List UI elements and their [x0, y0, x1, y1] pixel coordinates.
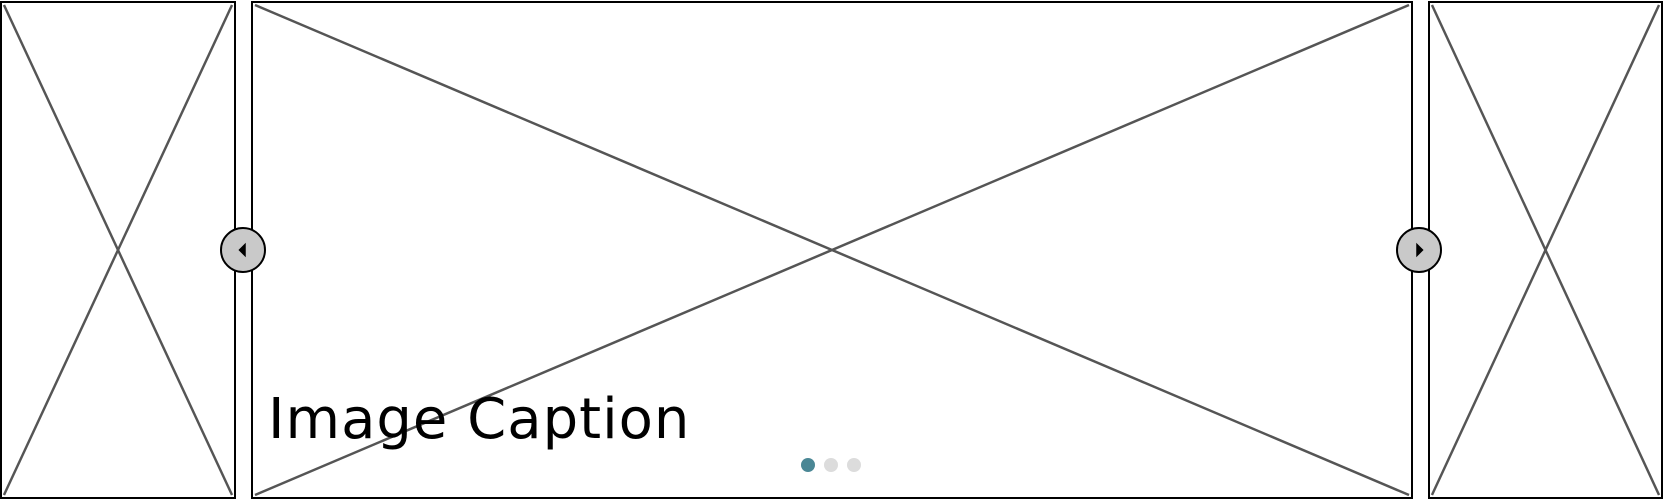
image-placeholder-icon: [1430, 4, 1661, 496]
image-placeholder-icon: [254, 3, 1410, 497]
chevron-right-icon: [1416, 242, 1424, 258]
image-placeholder-icon: [2, 4, 234, 496]
slide-indicator-dots: [801, 458, 861, 472]
slide-indicator-dot[interactable]: [801, 458, 815, 472]
next-slide-image-placeholder: [1428, 1, 1663, 499]
current-slide-image-placeholder: [251, 1, 1413, 499]
image-caption: Image Caption: [268, 387, 691, 452]
next-slide-button[interactable]: [1396, 227, 1442, 273]
slide-indicator-dot[interactable]: [847, 458, 861, 472]
slide-indicator-dot[interactable]: [824, 458, 838, 472]
chevron-left-icon: [238, 242, 246, 258]
previous-slide-image-placeholder: [0, 1, 236, 499]
previous-slide-button[interactable]: [220, 227, 266, 273]
